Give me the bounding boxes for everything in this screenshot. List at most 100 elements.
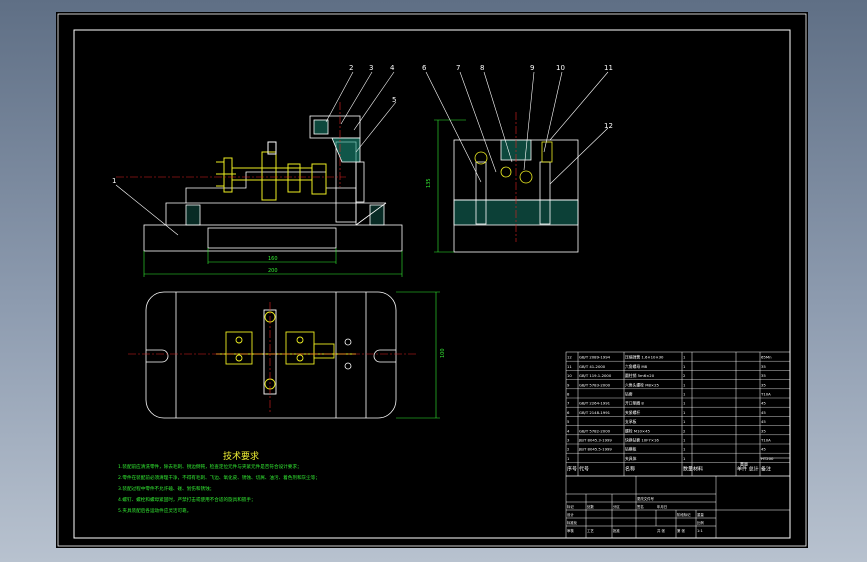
- bom-cell: GB/T 2089-1994: [579, 355, 611, 360]
- bom-cell: 1: [567, 456, 570, 461]
- bom-cell: 5: [567, 419, 570, 424]
- bom-cell: 10: [567, 373, 572, 378]
- bom-cell: 1: [683, 401, 686, 406]
- balloon-4: 4: [390, 64, 395, 72]
- balloon-5: 5: [392, 96, 396, 104]
- fixture-drawing: 160 200 135: [57, 13, 807, 547]
- technical-requirement-line: 1.装配前应清洗零件，除去毛刺、锐边倒钝，检查定位元件与夹紧元件是否符合设计要求…: [118, 465, 302, 470]
- bom-cell: 2: [683, 428, 686, 433]
- bom-cell: 钻套: [625, 392, 633, 397]
- bom-cell: HT200: [761, 456, 774, 461]
- bom-cell: 12: [567, 355, 572, 360]
- title-block-labels: 标记处数分区更改文件号签名年月日设计标准化阶段标记重量比例审核工艺批准共 张第 …: [567, 496, 704, 533]
- bom-header-cell: 代号: [579, 465, 589, 472]
- bom-header-cell: 名称: [625, 465, 635, 472]
- bom-cell: 2: [567, 447, 570, 452]
- technical-requirement-line: 5.夹具装配后各运动件应灵活可靠。: [118, 509, 192, 514]
- plan-clamp: [216, 309, 356, 395]
- dim-side-height: 135: [426, 178, 432, 188]
- bom-cell: 6: [567, 410, 570, 415]
- balloon-1: 1: [112, 177, 116, 185]
- bom-cell: JB/T 8045.5-1999: [578, 447, 612, 452]
- title-block-scale: 1:1: [697, 529, 703, 533]
- front-view-clamp: [216, 141, 327, 201]
- title-block-label: 阶段标记: [677, 512, 691, 517]
- bom-cell: GB/T 5782-2000: [579, 428, 611, 433]
- bom-cell: T10A: [760, 392, 771, 397]
- bom-cell: GB/T 2264-1991: [579, 401, 611, 406]
- bom-cell: 支承板: [625, 419, 637, 424]
- title-block-label: 分区: [613, 504, 620, 509]
- bom-cell: 螺栓 M10×45: [625, 428, 651, 433]
- balloon-11: 11: [604, 64, 613, 72]
- title-block-label: 签名: [637, 504, 644, 509]
- bom-cell: 2: [683, 373, 686, 378]
- bom-cell: 45: [761, 401, 766, 406]
- balloon-9: 9: [530, 64, 534, 72]
- bom-cell: 4: [567, 428, 570, 433]
- technical-requirement-line: 4.螺钉、螺栓和螺母紧固时，严禁打击或使用不合适的旋具和扳手；: [118, 498, 256, 503]
- bom-header-cell: 备注: [761, 465, 771, 472]
- balloon-labels: 1 2 3 4 5 6 7 8 9 10 11 12: [112, 64, 613, 185]
- technical-requirement-line: 3.装配过程中零件不允许磕、碰、划伤和锈蚀；: [118, 487, 215, 492]
- title-block-label: 标准化: [567, 520, 578, 525]
- title-block-label: 共 张: [657, 528, 665, 533]
- technical-requirements-title: 技术要求: [223, 452, 260, 462]
- bom-cell: GB/T 5783-2000: [579, 382, 611, 387]
- title-block-label: 工艺: [587, 528, 594, 533]
- bom-cell: 1: [683, 419, 686, 424]
- bom-cell: GB/T 41-2000: [579, 364, 606, 369]
- bom-cell: 45: [761, 447, 766, 452]
- bom-cell: 钻模板: [625, 447, 637, 452]
- balloon-10: 10: [556, 64, 565, 72]
- plan-dimensions: [396, 291, 440, 419]
- balloon-2: 2: [349, 64, 353, 72]
- bom-cell: 7: [567, 401, 570, 406]
- bom-cell: 1: [683, 438, 686, 443]
- title-block-label: 处数: [587, 504, 594, 509]
- bom-header-cell: 材料: [693, 465, 703, 472]
- bom-cell: 9: [567, 382, 570, 387]
- title-block-label: 批准: [613, 528, 620, 533]
- bom-cell: 11: [567, 364, 572, 369]
- bom-cell: 压缩弹簧 1.6×10×30: [625, 355, 664, 360]
- leader-lines: [115, 71, 609, 236]
- bom-cell: GB/T 119.1-2000: [579, 373, 612, 378]
- front-dimensions: [143, 248, 403, 277]
- outer-frame: [57, 13, 807, 547]
- bom-cell: 1: [683, 364, 686, 369]
- bom-header-weight: 重量: [740, 460, 748, 466]
- bom-cell: 六角头螺栓 M8×25: [625, 382, 659, 387]
- bom-table: [565, 351, 791, 477]
- title-block-label: 重量: [697, 512, 704, 517]
- title-block-label: 更改文件号: [637, 496, 655, 501]
- title-block-label: 第 张: [677, 528, 685, 533]
- bom-cell: 快换钻套 10F7×16: [625, 438, 659, 443]
- bom-cell: 1: [683, 382, 686, 387]
- balloon-12: 12: [604, 122, 613, 130]
- bom-cell: 夹具体: [625, 456, 637, 461]
- bom-cell: 1: [683, 447, 686, 452]
- inner-frame: [73, 29, 791, 539]
- bom-cell: T10A: [760, 438, 771, 443]
- bom-cell: GB/T 2148-1991: [579, 410, 611, 415]
- dim-plan-height: 100: [440, 348, 446, 358]
- balloon-8: 8: [480, 64, 484, 72]
- bom-cell: 1: [683, 392, 686, 397]
- bom-cell: 35: [761, 373, 766, 378]
- bom-cell: 1: [683, 456, 686, 461]
- front-view: [143, 115, 403, 252]
- bom-cell: 45: [761, 410, 766, 415]
- bom-header-cell: 数量: [683, 465, 693, 472]
- dim-front-overall: 200: [268, 268, 278, 274]
- bom-cell: 六角螺母 M8: [625, 364, 648, 369]
- bom-cell: 65Mn: [761, 355, 772, 360]
- title-block-label: 审核: [567, 528, 574, 533]
- bom-cell: JB/T 8045.3-1999: [578, 438, 612, 443]
- bom-cell: 35: [761, 382, 766, 387]
- technical-requirement-line: 2.零件在装配前必须清理干净，不得有毛刺、飞边、氧化皮、锈蚀、切屑、油污、着色剂…: [118, 476, 320, 481]
- bom-header-cell: 单件 总计: [737, 465, 759, 472]
- bom-cell: 35: [761, 428, 766, 433]
- title-block-label: 年月日: [657, 504, 667, 509]
